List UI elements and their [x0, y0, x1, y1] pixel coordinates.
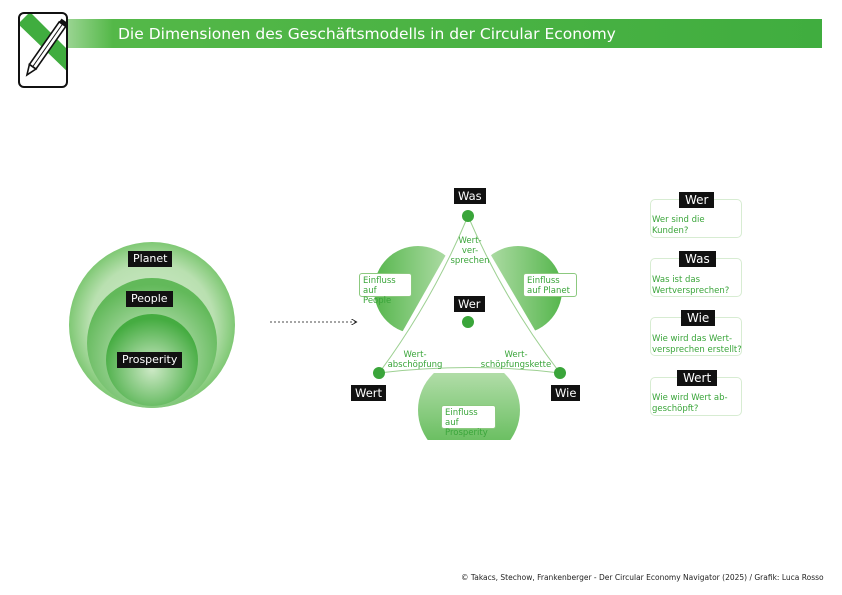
corner-dot-top: [462, 210, 474, 222]
corner-tag-wert: Wert: [351, 385, 387, 401]
center-tag-wer: Wer: [454, 296, 485, 312]
edge-label-wertversprechen: Wert- ver- sprechen: [450, 236, 490, 266]
label-people: People: [126, 291, 173, 307]
impact-people: Einfluss auf People: [359, 273, 412, 306]
label-planet: Planet: [128, 251, 173, 267]
question-tag-wer: Wer: [679, 192, 715, 208]
corner-dot-right: [554, 367, 566, 379]
question-tag-wie: Wie: [681, 310, 716, 326]
center-dot: [462, 316, 474, 328]
page-title: Die Dimensionen des Geschäftsmodells in …: [118, 25, 616, 43]
question-text-wie: Wie wird das Wert- versprechen erstellt?: [652, 334, 742, 355]
edge-label-wertschoepfungskette: Wert- schöpfungskette: [480, 350, 552, 370]
corner-tag-was: Was: [454, 188, 486, 204]
question-tag-wert: Wert: [677, 370, 718, 386]
value-triangle: [377, 214, 562, 374]
question-text-was: Was ist das Wertversprechen?: [652, 275, 730, 296]
edge-label-wertabschoepfung: Wert- abschöpfung: [387, 350, 443, 370]
corner-dot-left: [373, 367, 385, 379]
corner-tag-wie: Wie: [551, 385, 581, 401]
footer-credit: © Takacs, Stechow, Frankenberger - Der C…: [461, 573, 824, 582]
impact-prosperity: Einfluss auf Prosperity: [441, 405, 496, 438]
question-text-wer: Wer sind die Kunden?: [652, 215, 705, 236]
logo: [18, 12, 68, 88]
impact-planet: Einfluss auf Planet: [523, 273, 577, 297]
header-bar: [18, 19, 822, 48]
label-prosperity: Prosperity: [117, 352, 183, 368]
question-text-wert: Wie wird Wert ab- geschöpft?: [652, 393, 728, 414]
question-tag-was: Was: [679, 251, 716, 267]
pencil-icon: [20, 14, 66, 77]
